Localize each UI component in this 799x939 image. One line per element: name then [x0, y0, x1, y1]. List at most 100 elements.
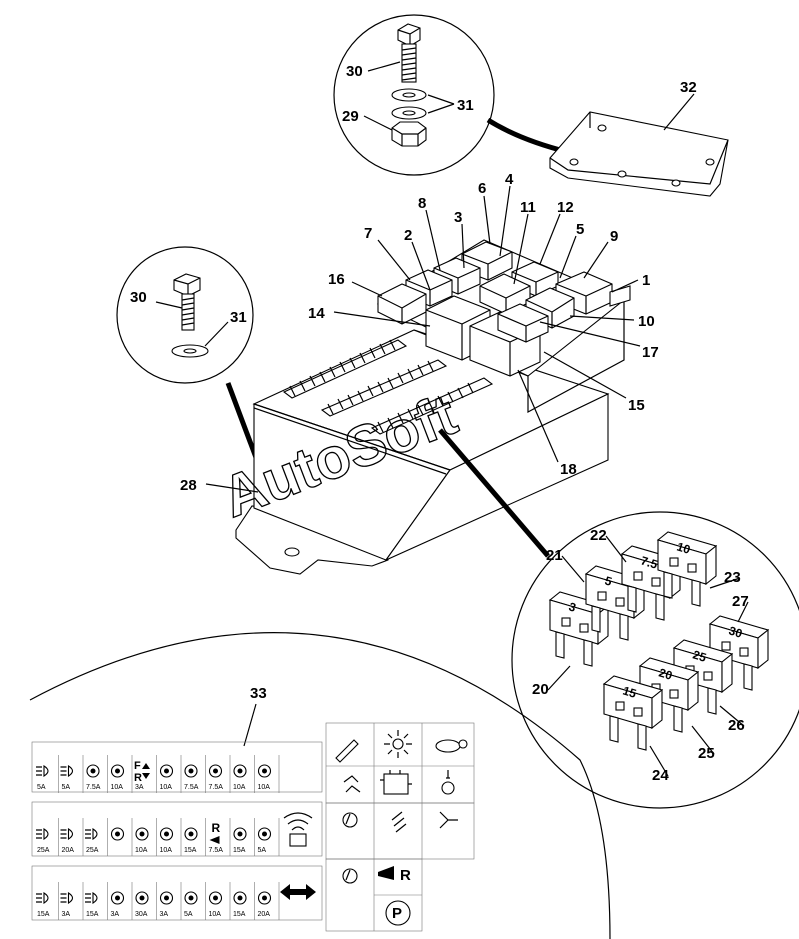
- row3-amp-2: 3A: [62, 911, 71, 918]
- row3-cell-5: 30A: [135, 882, 157, 920]
- pressure-switch-icon: [441, 781, 455, 795]
- row2-cell-9: 15A: [233, 818, 255, 856]
- row3-amp-3: 15A: [86, 911, 99, 918]
- row1-amp-7: 7.5A: [184, 784, 199, 791]
- forward-letter: F: [134, 760, 141, 772]
- row3-cell-6: 3A: [160, 882, 182, 920]
- row3-amp-8: 10A: [209, 911, 222, 918]
- row2-amp-1: 25A: [37, 847, 50, 854]
- callout-10: 10: [638, 313, 655, 330]
- fuse-rating-20: 3: [567, 599, 578, 614]
- row2-amp-8: 7.5A: [209, 847, 224, 854]
- row2-cell-3: 25A: [85, 818, 108, 856]
- callout-11: 11: [520, 199, 536, 216]
- callout-6: 6: [478, 180, 486, 197]
- fuse-rating-26: 25: [691, 647, 708, 664]
- row2-cell-6: 10A: [160, 818, 182, 856]
- row3-cell-1: 15A: [36, 882, 59, 920]
- row1-amp-10: 10A: [258, 784, 271, 791]
- row1-cell-2: 5A: [60, 755, 84, 793]
- callout-16: 16: [328, 271, 345, 288]
- row2-cell-2: 20A: [60, 818, 84, 856]
- callout-5: 5: [576, 221, 584, 238]
- row1-amp-9: 10A: [233, 784, 246, 791]
- callout-18: 18: [560, 461, 577, 478]
- row2-amp-5: 10A: [135, 847, 148, 854]
- mounting-bracket: 32: [549, 79, 729, 197]
- row3-amp-7: 5A: [184, 911, 193, 918]
- parking-brake-icon: [385, 900, 411, 926]
- row1-cell-1: 5A: [36, 755, 59, 793]
- callout-2: 2: [404, 227, 412, 244]
- row3-cell-2: 3A: [60, 882, 84, 920]
- callout-31-top: 31: [457, 97, 474, 114]
- row2-cell-8: R7.5A: [209, 818, 231, 856]
- reverse-letter: R: [400, 867, 411, 884]
- fuse-rating-25: 20: [657, 665, 674, 682]
- callout-8: 8: [418, 195, 426, 212]
- wiper-adjust-icon: [343, 775, 361, 793]
- callout-12: 12: [557, 199, 574, 216]
- engine-icon: [383, 773, 409, 795]
- bolt-detail-circle-left: 30 31: [116, 246, 254, 384]
- row2-cell-1: 25A: [36, 818, 59, 856]
- row1-amp-8: 7.5A: [209, 784, 224, 791]
- row2-amp-10: 5A: [258, 847, 267, 854]
- callout-27: 27: [732, 593, 749, 610]
- callout-29: 29: [342, 108, 359, 125]
- callout-7: 7: [364, 225, 372, 242]
- callout-30-top: 30: [346, 63, 363, 80]
- row1-amp-3: 7.5A: [86, 784, 101, 791]
- fuse-rating-24: 15: [621, 683, 638, 700]
- row3-cell-7: 5A: [184, 882, 206, 920]
- reverse-letter-row1: R: [134, 772, 142, 784]
- row3-amp-4: 3A: [111, 911, 120, 918]
- row1-amp-6: 10A: [160, 784, 173, 791]
- row2-amp-3: 25A: [86, 847, 99, 854]
- right-block-icons: R P: [335, 730, 468, 926]
- row2-amp-9: 15A: [233, 847, 246, 854]
- fuse-rating-22: 7.5: [639, 553, 659, 571]
- callout-33: 33: [250, 685, 267, 702]
- row2-cell-4: [110, 818, 133, 856]
- fuse-rating-21: 5: [603, 573, 614, 588]
- row3-cell-9: 15A: [233, 882, 255, 920]
- beacon-lamp-icon: [439, 811, 458, 829]
- row2-cell-5: 10A: [135, 818, 157, 856]
- row3-amp-10: 20A: [258, 911, 271, 918]
- row1-cell-4: 10A: [111, 755, 133, 793]
- row1-amp-5: 3A: [135, 784, 144, 791]
- row2-cell-7: 15A: [184, 818, 206, 856]
- row3-cell-3: 15A: [85, 882, 108, 920]
- callout-4: 4: [505, 171, 514, 188]
- row3-amp-5: 30A: [135, 911, 148, 918]
- callout-31-left: 31: [230, 309, 247, 326]
- bolt-detail-circle-top: 30 31 29: [333, 14, 495, 176]
- callout-26: 26: [728, 717, 745, 734]
- row3-cell-10: 20A: [258, 882, 280, 920]
- callout-17: 17: [642, 344, 659, 361]
- callout-9: 9: [610, 228, 618, 245]
- callout-24: 24: [652, 767, 669, 784]
- relay-callouts: [205, 185, 641, 493]
- row3-cell-4: 3A: [111, 882, 133, 920]
- row1-cell-6: 10A: [160, 755, 182, 793]
- callout-21: 21: [546, 547, 563, 564]
- callout-32: 32: [680, 79, 697, 96]
- row2-amp-7: 15A: [184, 847, 197, 854]
- row2-amp-2: 20A: [62, 847, 75, 854]
- turn-signal-arrows-icon: [280, 884, 316, 900]
- horn-reverse-icon: [378, 866, 394, 880]
- callout-22: 22: [590, 527, 607, 544]
- parking-letter: P: [392, 905, 402, 922]
- work-lamp-icon: [391, 811, 407, 833]
- fuse-rows: [282, 339, 494, 435]
- row1-cell-9: 10A: [233, 755, 255, 793]
- row1-cell-8: 7.5A: [209, 755, 231, 793]
- symbol-panel-arc: [29, 632, 611, 939]
